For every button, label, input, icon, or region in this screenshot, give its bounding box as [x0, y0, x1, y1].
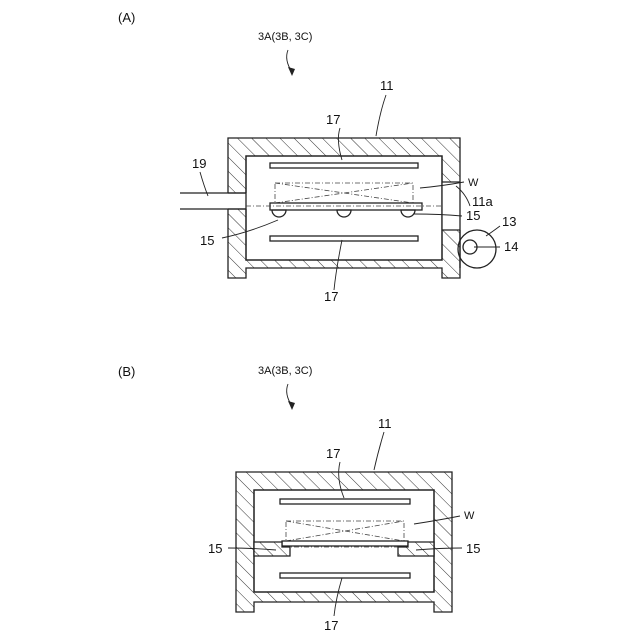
- support-left-label-b: 15: [208, 541, 222, 556]
- support-plate-a: [270, 203, 422, 210]
- wafer-label-a: W: [468, 177, 479, 189]
- panel-label-b: (B): [118, 364, 135, 379]
- support-pin-center-a: [337, 210, 351, 217]
- heater-bottom-b: [280, 573, 410, 578]
- heater-top-b: [280, 499, 410, 504]
- heater-bottom-a: [270, 236, 418, 241]
- roller-13: [458, 230, 496, 268]
- figure-a: (A) 3A(3B, 3C): [118, 10, 518, 304]
- wafer-label-b: W: [464, 510, 475, 522]
- support-right-label-b: 15: [466, 541, 480, 556]
- heater-top-label-a: 17: [326, 112, 340, 127]
- panel-label-a: (A): [118, 10, 135, 25]
- axis-label-14: 14: [504, 239, 518, 254]
- figure-b: (B) 3A(3B, 3C): [118, 364, 480, 633]
- opening-label-11a: 11a: [472, 194, 493, 209]
- support-pin-left-a: [272, 210, 286, 217]
- heater-bottom-label-b: 17: [324, 618, 338, 633]
- unit-arrow-a: [287, 50, 295, 76]
- wafer-b: [286, 521, 404, 541]
- support-left-label-a: 15: [200, 233, 214, 248]
- heater-top-label-b: 17: [326, 446, 340, 461]
- unit-arrow-b: [287, 384, 295, 410]
- inner-chamber-a: [246, 156, 442, 260]
- chamber-label-a: 11: [380, 78, 394, 93]
- support-pin-right-a: [401, 210, 415, 217]
- support-right-label-a: 15: [466, 208, 480, 223]
- leaders-b: [228, 432, 462, 616]
- roller-label-13: 13: [502, 214, 516, 229]
- chamber-wall-a: [226, 138, 462, 278]
- heater-top-a: [270, 163, 418, 168]
- unit-label-b: 3A(3B, 3C): [258, 365, 312, 377]
- chamber-label-b: 11: [378, 416, 392, 431]
- heater-bottom-label-a: 17: [324, 289, 338, 304]
- unit-label-a: 3A(3B, 3C): [258, 31, 312, 43]
- support-plate-b: [282, 541, 408, 546]
- pipe-label-19: 19: [192, 156, 206, 171]
- wafer-a: [275, 183, 413, 203]
